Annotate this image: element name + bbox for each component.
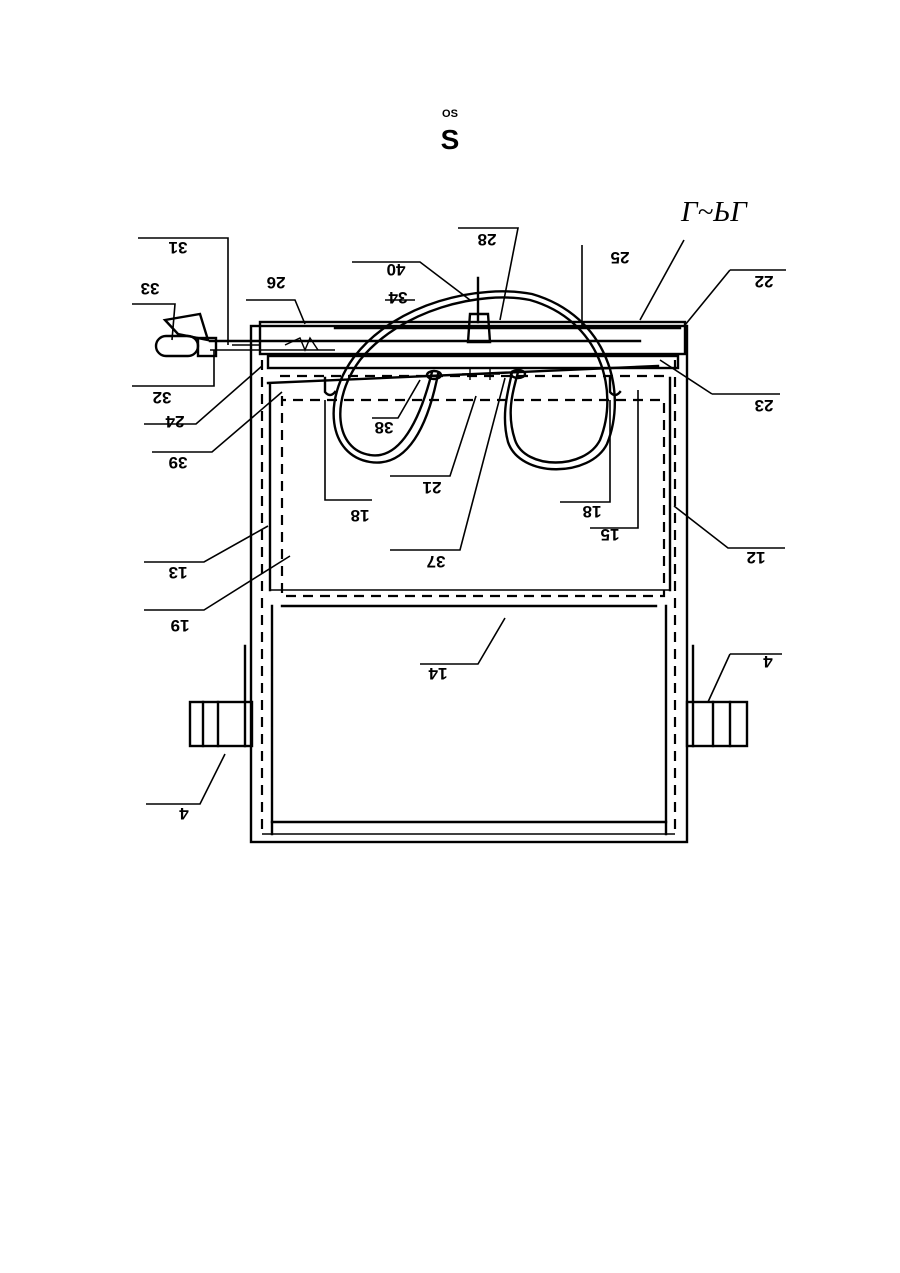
ref-num-32: 32 [153, 388, 172, 407]
outer-housing [251, 326, 687, 842]
reference-numerals: 31 33 26 40 34 28 25 22 23 32 24 39 38 2… [141, 230, 774, 823]
ref-num-4-left: 4 [179, 804, 189, 823]
hooks [325, 378, 620, 395]
ref-num-34: 34 [388, 288, 407, 307]
ref-num-12: 12 [747, 548, 766, 567]
ref-num-23: 23 [755, 396, 774, 415]
ref-num-19: 19 [171, 616, 190, 635]
ref-num-15: 15 [601, 525, 620, 544]
ref-num-18-right: 18 [583, 502, 602, 521]
ref-num-28: 28 [478, 230, 497, 249]
ref-num-25: 25 [611, 248, 630, 267]
ref-num-39: 39 [169, 453, 188, 472]
ref-num-38: 38 [375, 418, 394, 437]
ref-num-18-left: 18 [351, 506, 370, 525]
ref-num-37: 37 [427, 552, 446, 571]
hoses [334, 291, 615, 469]
ref-num-13: 13 [169, 563, 188, 582]
ref-num-21: 21 [423, 478, 442, 497]
left-bracket [190, 646, 252, 746]
ref-num-24: 24 [165, 412, 184, 431]
ref-num-40: 40 [387, 260, 406, 279]
right-bracket [687, 646, 747, 746]
ref-num-31: 31 [169, 238, 188, 257]
ref-num-4-right: 4 [763, 652, 773, 671]
ref-num-26: 26 [267, 273, 286, 292]
ref-num-33: 33 [141, 279, 160, 298]
ref-num-22: 22 [755, 272, 774, 291]
ref-num-14: 14 [428, 664, 447, 683]
